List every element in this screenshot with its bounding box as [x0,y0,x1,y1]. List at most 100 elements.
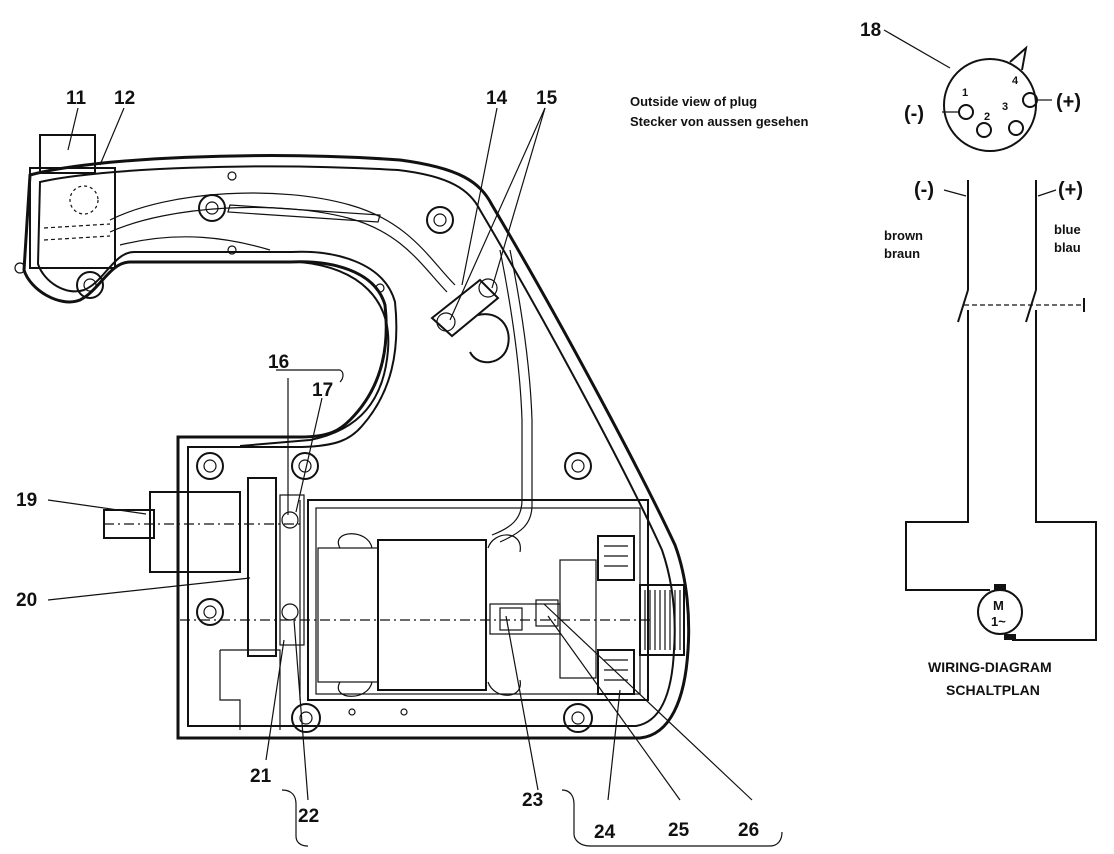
leader-19 [47,499,147,515]
screw-housing-4 [196,598,224,626]
coil-ends-right [487,534,521,696]
end-plate [559,559,597,679]
pin-1-label: 1 [962,87,968,99]
wire-left [905,180,990,591]
pin-3-label: 3 [1002,101,1008,113]
rivet-2 [227,245,237,255]
part-number-22: 22 [298,806,319,827]
terminal-lug [430,278,510,364]
housing-rib-left [219,649,281,730]
switch-body [29,167,116,269]
brush-holder-25 [535,599,559,627]
rivet-1 [227,171,237,181]
wiring-caption-de: SCHALTPLAN [946,682,1040,698]
switch-mount-hole [14,262,26,274]
switch-actuator [69,185,99,215]
motor-terminal-bottom [1004,634,1016,640]
pin-2-socket [976,122,992,138]
motor-terminal-top [994,584,1006,590]
handle-slot [227,204,381,223]
part-number-19: 19 [16,490,37,511]
screw-housing-5 [291,703,321,733]
coil-ends-left [337,533,373,697]
leader-12 [99,107,125,166]
leader-15b [491,107,546,289]
commutator-23 [499,607,523,631]
leader-14 [461,107,498,286]
leader-25 [547,615,681,801]
part-number-17: 17 [312,380,333,401]
gear-housing [149,491,241,573]
field-coil-left [317,547,379,683]
pin-1-socket [958,104,974,120]
leader-20 [47,577,251,601]
wiring-plus-label: (+) [1058,179,1083,201]
screw-handle-2 [426,206,454,234]
leader-17 [295,397,323,513]
motor-letter: M [993,598,1004,613]
pin-2-label: 2 [984,111,990,123]
part-number-11: 11 [66,88,87,109]
plug-face [942,45,1052,152]
wiring-caption-en: WIRING-DIAGRAM [928,659,1052,675]
rivet-3 [375,283,385,293]
leader-22 [293,619,309,801]
tool-assembly [14,134,691,740]
brush-holder-24 [597,535,635,695]
motor-phase: 1~ [991,614,1006,629]
handle-outline [22,154,691,740]
pin-3-socket [1008,120,1024,136]
fan [639,584,685,656]
screw-handle-3 [76,271,104,299]
part-number-20: 20 [16,590,37,611]
wiring-diagram: (-) (+) brown braun blue blau M 1~ WIRIN… [884,179,1097,698]
plug-label-en: Outside view of plug [630,94,757,109]
part-number-18: 18 [860,20,881,41]
rivet-5 [400,708,408,716]
leader-11 [67,107,79,151]
screw-housing-3 [564,452,592,480]
leader-22-bracket [281,789,309,847]
leader-18 [883,29,951,69]
leader-lines [47,29,951,847]
fan-blades [644,590,681,650]
switch-contact-right [1025,289,1037,323]
handle-inner-outline [36,165,676,727]
cable-right-2 [499,249,533,543]
pin-4-label: 4 [1012,75,1019,87]
part-numbers: 11 12 14 15 16 17 18 19 20 21 22 23 24 2… [16,20,881,843]
motor-frame [307,499,649,701]
leader-23 [505,615,539,791]
wiring-minus-label: (-) [914,179,934,201]
cable-right [491,249,523,536]
stator [377,539,487,691]
screw-housing-1 [196,452,224,480]
leader-16-bracket [276,369,344,383]
wire-right [1012,180,1097,641]
switch-contact-left [957,289,969,323]
cable-loop [239,261,390,447]
part-number-16: 16 [268,352,289,373]
motor-frame-inner [315,507,641,695]
bearing-17 [281,511,299,621]
part-number-21: 21 [250,766,272,787]
handle-wire-2 [109,206,448,293]
wire-blue-en: blue [1054,222,1081,237]
screw-handle-1 [198,194,226,222]
plug-minus-label: (-) [904,103,924,125]
handle-wire-1 [109,192,456,286]
plug-label-de: Stecker von aussen gesehen [630,114,809,129]
switch-cover [39,134,96,174]
leader-26 [543,603,753,801]
handle-wire-3 [119,236,271,251]
part-number-24: 24 [594,822,616,843]
leader-23-bracket [561,789,783,847]
part-number-15: 15 [536,88,558,109]
wire-blue-de: blau [1054,240,1081,255]
switch-hidden-lines [43,223,111,241]
leader-24 [607,689,621,801]
part-number-25: 25 [668,820,690,841]
gear-20 [247,477,277,657]
wire-brown-en: brown [884,228,923,243]
